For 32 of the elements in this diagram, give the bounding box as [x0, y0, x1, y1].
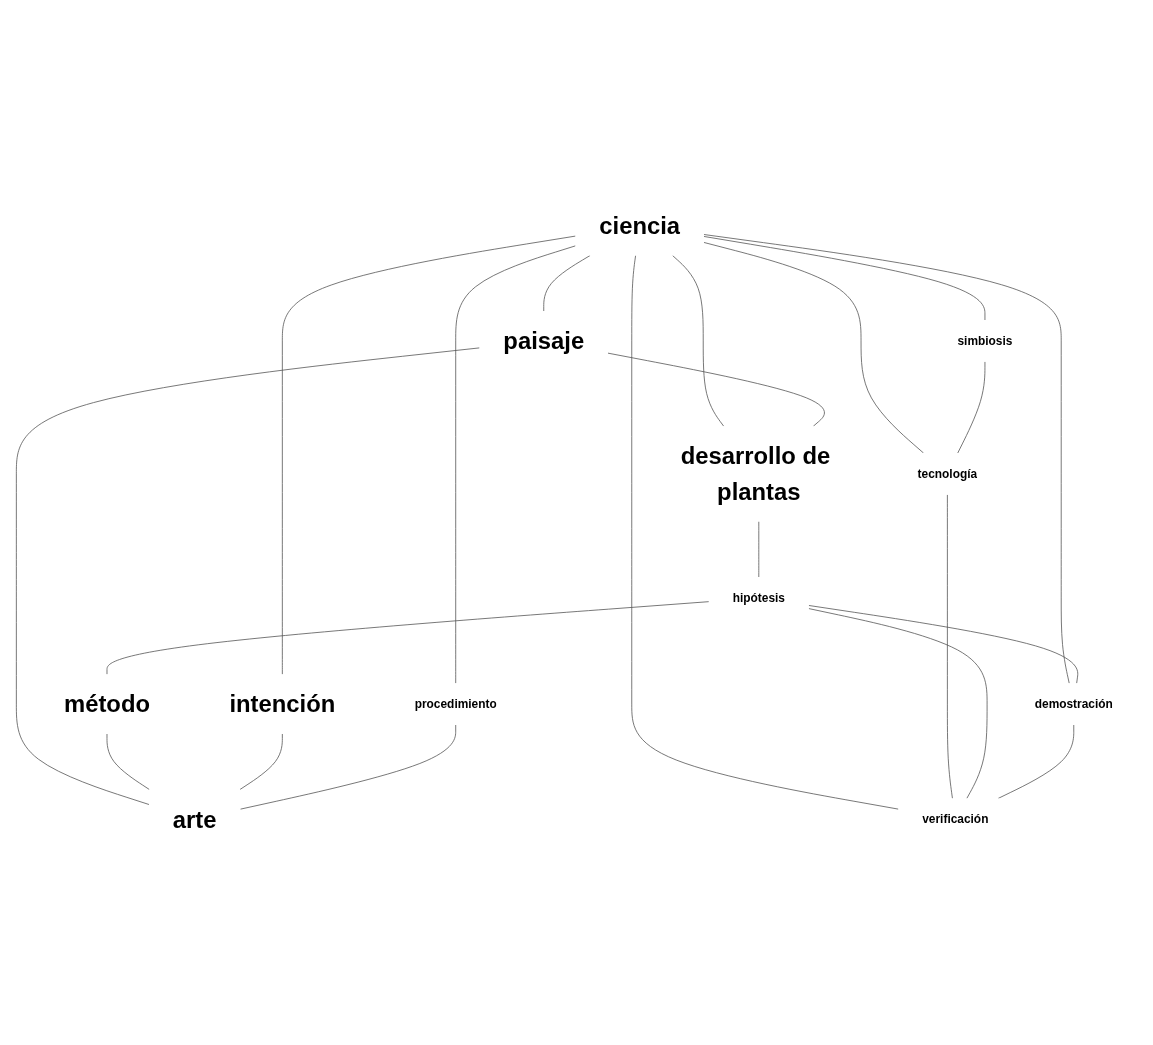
node-text: simbiosis [957, 333, 1013, 348]
node-text: tecnología [917, 466, 978, 481]
connector [703, 234, 1070, 684]
node-text: desarrollo de plantas [680, 442, 831, 505]
connector [15, 347, 480, 805]
connector [808, 608, 988, 799]
node-text: demostración [1034, 696, 1113, 711]
connector [808, 605, 1079, 684]
node-text: hipótesis [732, 590, 785, 605]
connector [631, 255, 899, 810]
connector [947, 494, 953, 799]
connector [239, 724, 457, 810]
node-text: método [63, 691, 150, 718]
node-text: ciencia [599, 212, 681, 239]
connector [106, 733, 150, 790]
node-text: arte [172, 806, 217, 833]
connector [672, 255, 725, 427]
connector [703, 236, 986, 321]
node-text: intención [229, 691, 336, 718]
connector [239, 733, 283, 790]
node-text: verificación [922, 811, 989, 826]
connector [758, 521, 760, 578]
node-text: procedimiento [414, 696, 497, 711]
connector [607, 352, 825, 427]
connector [543, 255, 591, 312]
connector [957, 361, 986, 454]
connector [703, 242, 924, 454]
node-text: paisaje [503, 327, 585, 354]
connector [106, 601, 710, 675]
connector [455, 245, 576, 684]
connector [281, 235, 576, 675]
connector [997, 724, 1075, 799]
